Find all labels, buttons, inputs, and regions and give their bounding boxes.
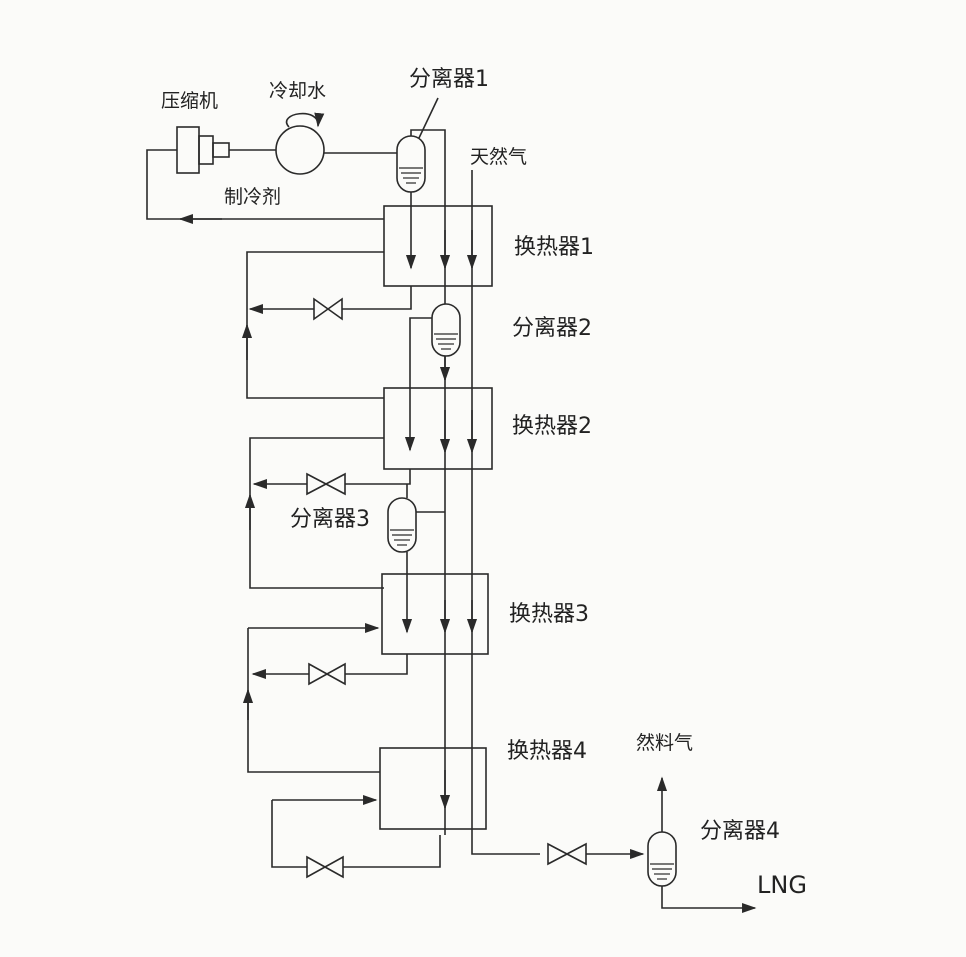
separator-2 [431, 303, 461, 357]
hx4-refrigerant-return-line [343, 835, 441, 868]
natural-gas-label: 天然气 [470, 146, 527, 168]
heat-exchanger-3 [381, 573, 489, 655]
natural-gas-stream-line [471, 170, 540, 855]
hx3-loop-line [247, 628, 380, 773]
separator-1-leader-line [418, 97, 439, 139]
compressor-label: 压缩机 [161, 90, 218, 112]
separator-4 [647, 831, 677, 887]
hx1-liquid-expansion-line [342, 286, 412, 310]
hx1-loop-line [246, 251, 384, 399]
separator-3 [387, 497, 417, 553]
compressor [176, 126, 230, 174]
cooling-water-label: 冷却水 [269, 80, 326, 102]
lng-outlet-arrow [661, 886, 757, 914]
separator-1-label: 分离器1 [409, 67, 489, 92]
hx3-liquid-expansion-line [345, 654, 408, 675]
hx2-liquid-expansion-line [345, 469, 411, 485]
heat-exchanger-2-label: 换热器2 [512, 414, 592, 439]
expansion-valve-4 [306, 855, 344, 879]
heat-exchanger-4 [379, 747, 487, 830]
heat-exchanger-3-label: 换热器3 [509, 602, 589, 627]
heat-exchanger-4-label: 换热器4 [507, 739, 587, 764]
expansion-valve-1 [313, 297, 343, 321]
heat-exchanger-1 [383, 205, 493, 287]
separator-1 [396, 135, 426, 193]
separator-2-label: 分离器2 [512, 316, 592, 341]
expansion-valve-3 [308, 662, 346, 686]
separator-3-label: 分离器3 [290, 507, 370, 532]
expansion-valve-2 [306, 472, 346, 496]
hx4-loop-line [271, 800, 307, 868]
refrigerant-label: 制冷剂 [224, 186, 281, 208]
cooling-water-cooler [275, 112, 325, 175]
expansion-valve-5 [547, 842, 587, 866]
separator-1-vapor-line [410, 129, 446, 835]
separator-4-label: 分离器4 [700, 819, 780, 844]
heat-exchanger-2 [383, 387, 493, 470]
refrigerant-return-line [146, 149, 384, 220]
lng-label: LNG [757, 871, 807, 899]
heat-exchanger-1-label: 换热器1 [514, 235, 594, 260]
separator-2-vapor-line [404, 317, 432, 452]
fuel-gas-label: 然料气 [636, 732, 693, 754]
